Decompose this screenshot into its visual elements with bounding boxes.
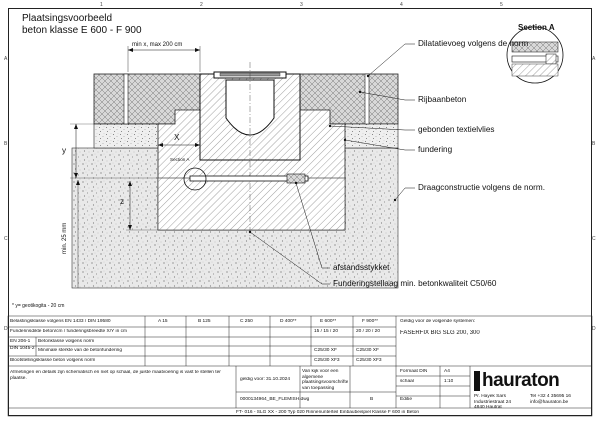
edge-letter-a-right: A	[592, 56, 596, 62]
tb-valid-date: 31.10.2024	[266, 377, 291, 382]
tb-project-desc: Van kijk voor een algemene plaatsingsvoo…	[302, 369, 348, 391]
foundation-base	[157, 177, 346, 231]
tb-format-label: Formaat DIN	[400, 369, 428, 374]
edge-letter-b: B	[4, 141, 8, 147]
tb-class-a15: A 15	[158, 319, 168, 324]
brand-logo: hauraton	[482, 370, 560, 391]
z-dimension-label: z	[120, 197, 125, 206]
tb-foundation-f900: 20 / 20 / 20	[356, 329, 381, 334]
tb-class-d400: D 400**	[280, 319, 297, 324]
tb-en206: EN 206-1	[10, 339, 31, 344]
title-block	[7, 315, 593, 417]
tb-min-strength-label: Minimale sterkte van de betonfundering	[38, 348, 122, 353]
callout-afstandsstykket: afstandsstykket	[333, 263, 390, 272]
section-detail-title: Section A	[518, 23, 555, 32]
y-dimension-label: y	[62, 146, 67, 155]
leader-funderingstel	[249, 231, 330, 285]
x-dimension-label: X	[174, 133, 180, 142]
tb-notes: Afmetingen en details zijn schematisch e…	[10, 370, 221, 381]
leader-textiel	[329, 125, 415, 131]
callout-textielvlies: gebonden textielvlies	[418, 125, 495, 134]
expansion-joint-right	[364, 73, 370, 125]
expansion-joint-left	[123, 73, 129, 125]
tb-exposure-label: Blootstellingsklasse beton volgens norm	[10, 358, 96, 363]
callout-rijbaanbeton: Rijbaanbeton	[418, 95, 467, 104]
tb-class-e600: E 600**	[320, 319, 337, 324]
tb-valid-label: geldig voor:	[240, 377, 265, 382]
footnote: * y= geotikogita - 20 cm	[12, 303, 65, 309]
tb-class-b125: B 125	[198, 319, 211, 324]
tb-exposure-e600: C25/30 XF3	[314, 358, 340, 363]
drawing-title: Plaatsingsvoorbeeld	[22, 13, 113, 24]
edge-number-3: 3	[300, 2, 303, 8]
callout-fundering: fundering	[418, 145, 453, 154]
depth-dimension-label: min. 25 mm	[62, 222, 68, 254]
leader-dilatatie	[367, 43, 415, 77]
edge-letter-d: D	[4, 326, 8, 332]
callout-funderingstellaag: Funderingstellaag min. betonkwaliteit C5…	[333, 279, 497, 288]
width-dimension-label: min x, max 200 cm	[132, 42, 183, 48]
leader-fundering	[344, 139, 415, 151]
edge-letter-c-right: C	[592, 236, 596, 242]
tb-document: 0000134964_BE_FLEMISH.dwg	[240, 397, 310, 402]
sheet-frame	[8, 8, 592, 416]
tb-company-contact: Tel +32 4 35695 16 info@hauraton.be	[530, 394, 571, 405]
tb-system-name: FASERFIX BIG SLG 200, 300	[400, 330, 480, 336]
edge-letter-d-right: D	[592, 326, 596, 332]
tb-format-value: A4	[444, 369, 450, 374]
leader-afstand	[295, 182, 330, 269]
tb-din1045: DIN 1045-2	[10, 346, 35, 351]
leader-draag	[394, 187, 415, 201]
tb-strength-f900: C25/30 XF	[356, 348, 379, 353]
hauraton-logo-icon	[474, 371, 480, 391]
tb-systems-title: Geldig voor de volgende systemen:	[400, 319, 476, 324]
tb-scale-label: schaal	[400, 379, 414, 384]
edge-letter-c: C	[4, 236, 8, 242]
callout-draagconstructie: Draagconstructie volgens de norm.	[418, 183, 545, 192]
edge-letter-b-right: B	[592, 141, 596, 147]
tb-company-address: Pr. Hayek Sars Industriestraat 24 4840 H…	[474, 394, 512, 411]
spacer-bar	[189, 175, 309, 182]
tb-class-c250: C 250	[240, 319, 253, 324]
edge-number-5: 5	[500, 2, 503, 8]
tb-foundation-e600: 15 / 15 / 20	[314, 329, 339, 334]
leader-rijbaan	[359, 91, 415, 101]
tb-foundation-label: Funderinsdikte beton/cm / funderingsbree…	[10, 329, 127, 334]
edge-number-2: 2	[200, 2, 203, 8]
edge-number-4: 4	[400, 2, 403, 8]
edge-number-1: 1	[100, 2, 103, 8]
tb-strength-e600: C25/30 XF	[314, 348, 337, 353]
edge-letter-a: A	[4, 56, 8, 62]
section-a-marker	[183, 167, 207, 191]
tb-load-class-label: Belastingsklasse volgens EN 1433 / DIN 1…	[10, 319, 111, 324]
tb-revision: B	[370, 397, 374, 402]
tb-exposure-f900: C25/30 XF3	[356, 358, 382, 363]
tb-scale-value: 1:10	[444, 379, 454, 384]
tb-edition: Editie	[400, 397, 412, 402]
tb-concrete-class-label: Betonklasse volgens norm	[38, 339, 95, 344]
tb-footer: FT- 016 - SLG XX - 200 Typ 020 Rinnenunt…	[236, 410, 420, 415]
section-a-label: Section A	[170, 157, 190, 162]
callout-dilatatievoeg: Dilatatievoeg volgens de norm	[418, 39, 529, 48]
drawing-subtitle: beton klasse E 600 - F 900	[22, 25, 142, 36]
tb-class-f900: F 900**	[362, 319, 378, 324]
